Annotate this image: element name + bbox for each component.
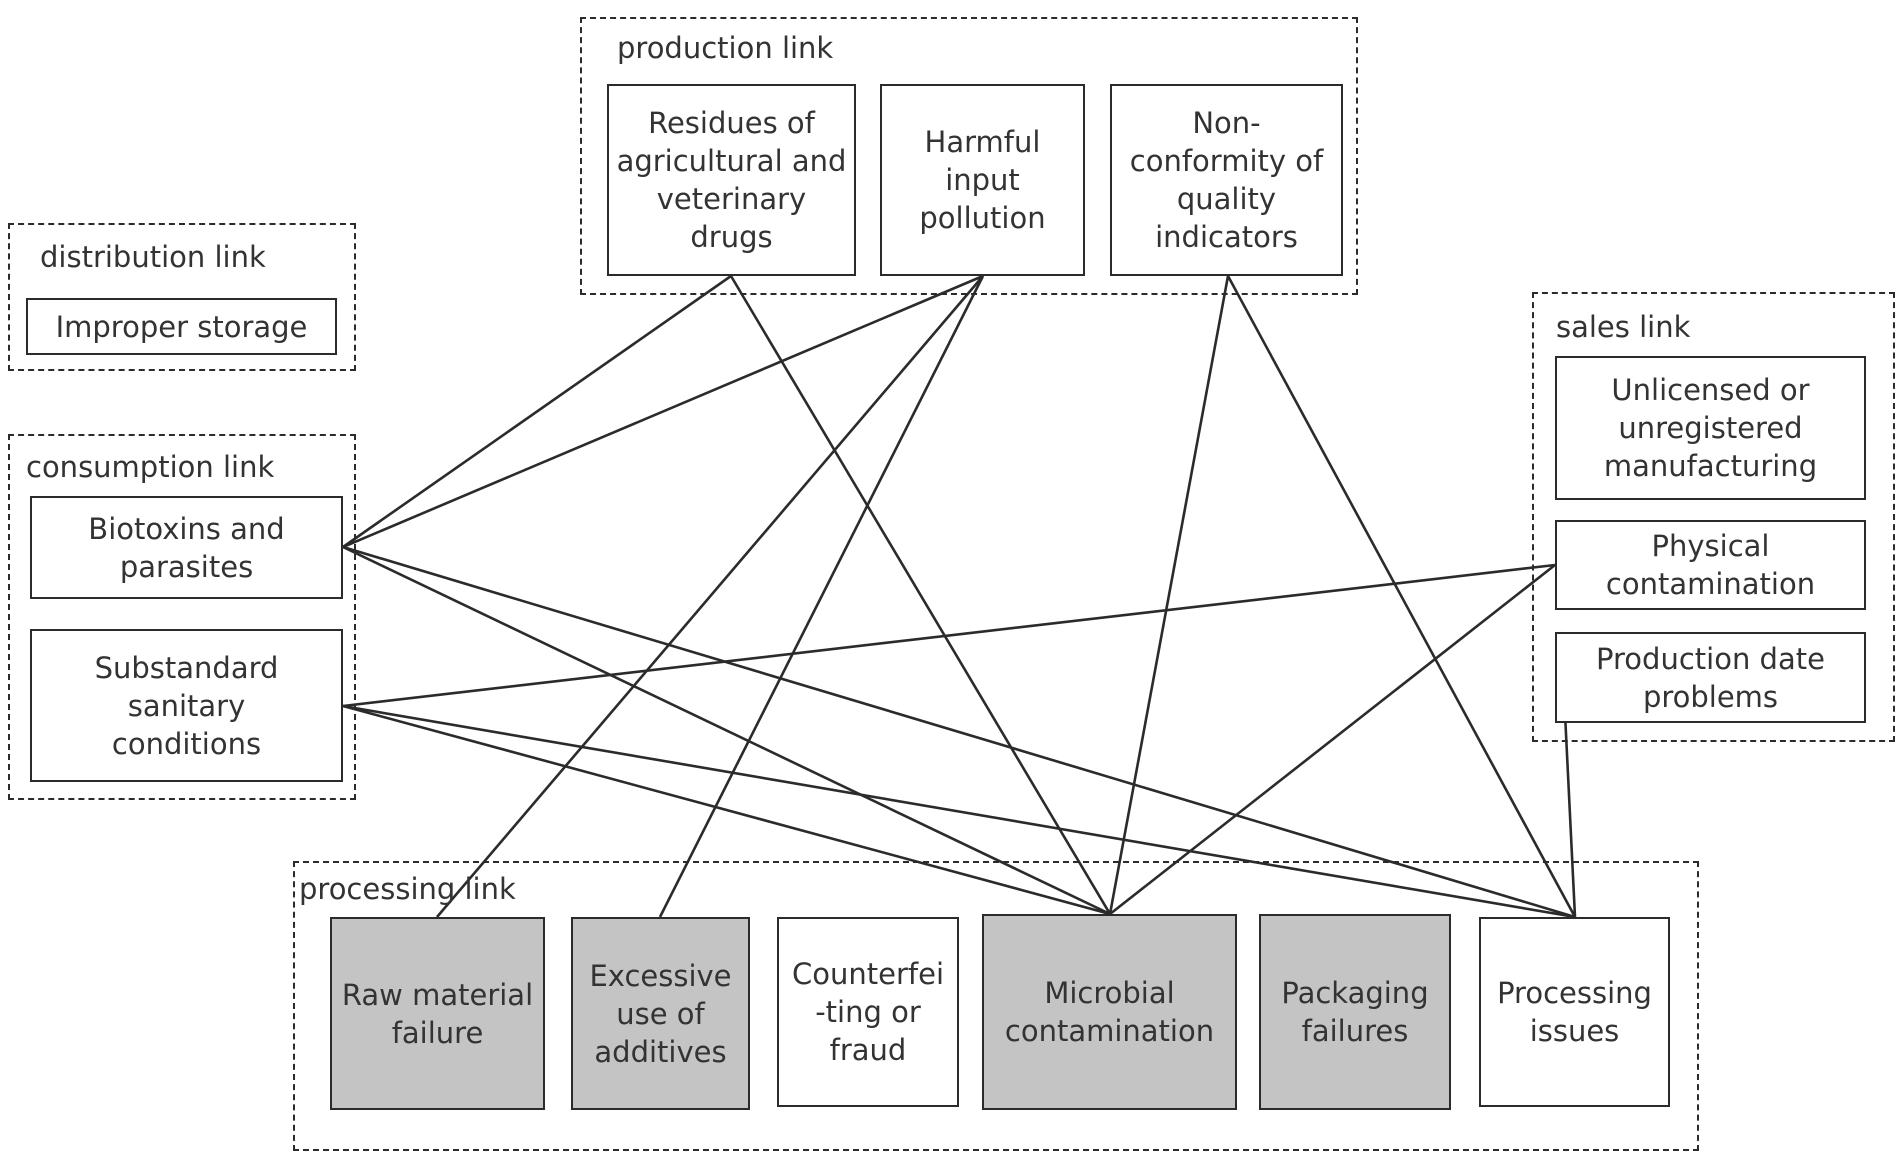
- connection-substandard-physical: [342, 563, 1556, 708]
- connection-production_date-processing_issues: [1559, 631, 1577, 918]
- connection-harmful_input-additives: [658, 275, 985, 918]
- connection-residues-microbial: [729, 275, 1112, 915]
- connection-residues-biotoxins: [342, 274, 732, 549]
- connection-harmful_input-raw_material: [436, 275, 984, 918]
- connection-biotoxins-microbial: [342, 545, 1111, 916]
- connection-biotoxins-processing_issues: [342, 545, 1576, 919]
- connection-nonconformity-microbial: [1108, 275, 1230, 915]
- connection-nonconformity-processing_issues: [1226, 275, 1577, 918]
- connection-substandard-microbial: [342, 704, 1111, 916]
- connection-physical-microbial: [1109, 563, 1556, 916]
- connection-harmful_input-biotoxins: [342, 274, 984, 549]
- connection-substandard-processing_issues: [342, 704, 1576, 919]
